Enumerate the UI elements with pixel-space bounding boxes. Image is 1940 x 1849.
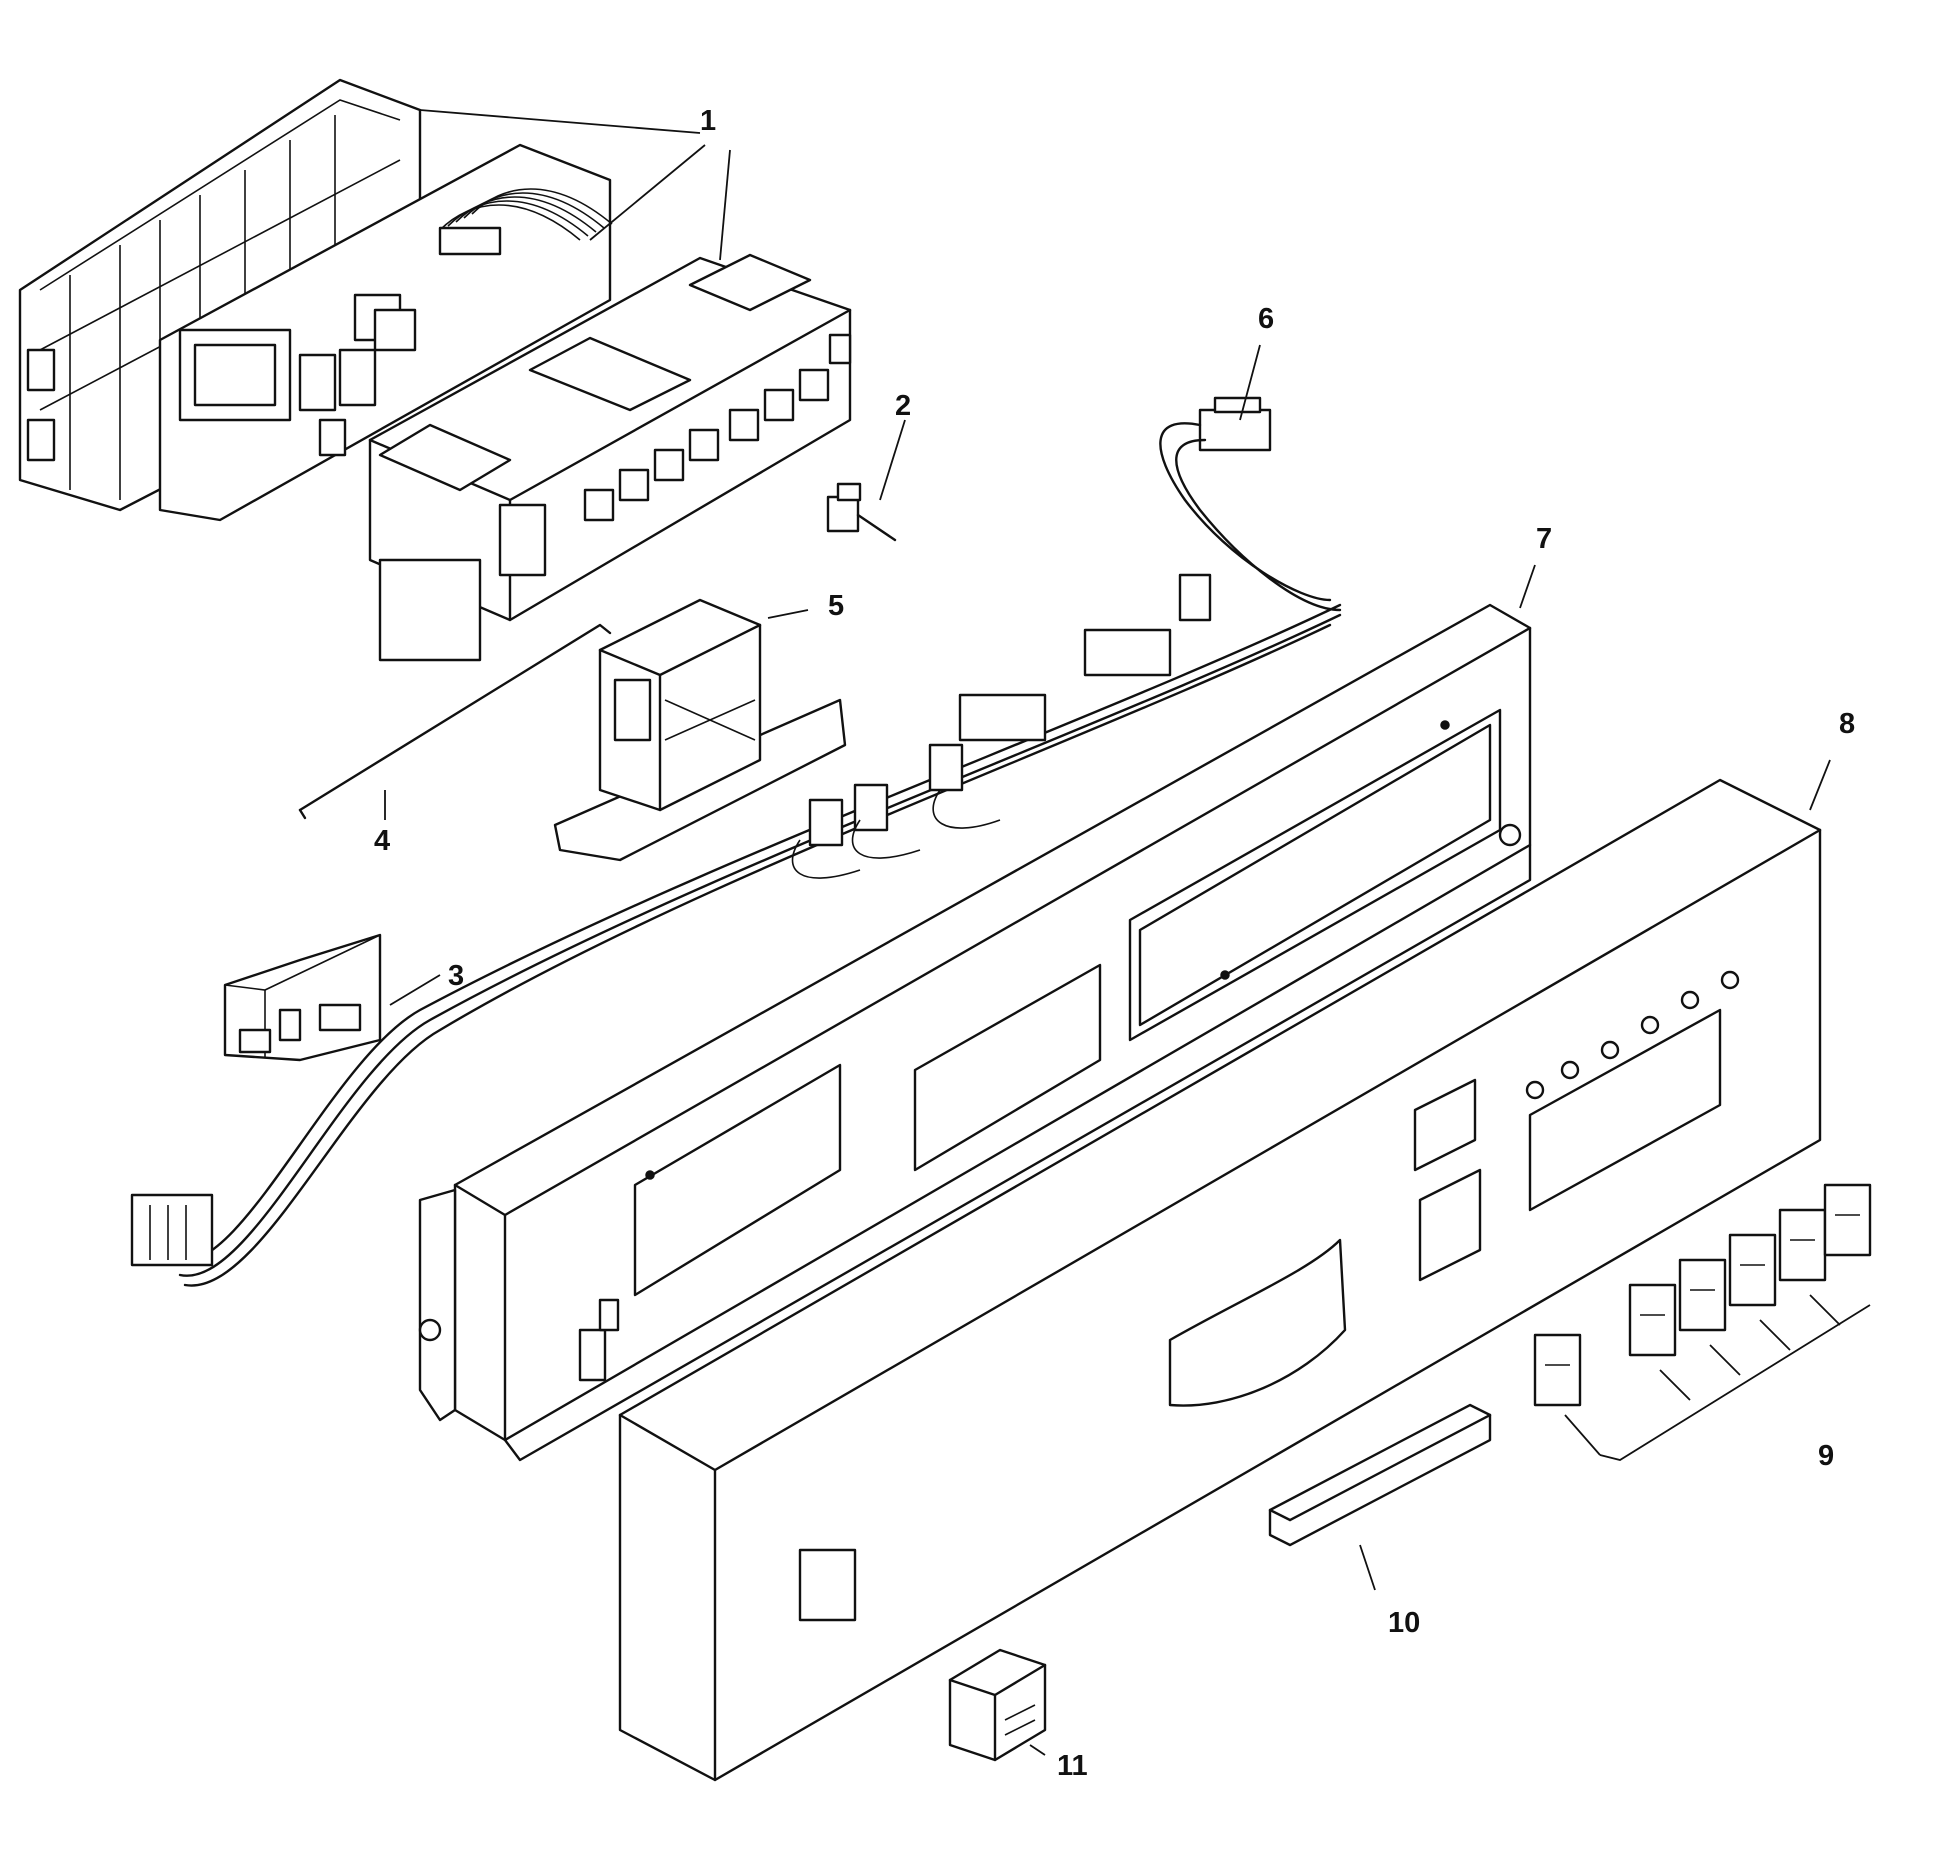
part-9-push-buttons [1533, 1183, 1872, 1461]
part-11-knob-cap [948, 1648, 1047, 1762]
part-8-front-panel [618, 778, 1822, 1782]
callout-8: 8 [1839, 708, 1855, 740]
callout-labels: 1 2 3 4 5 6 7 8 9 10 11 [374, 105, 1855, 1782]
callout-7: 7 [1536, 523, 1552, 555]
leader-lines [384, 109, 1831, 1756]
part-10-trim-strip [1268, 1403, 1492, 1547]
callout-5: 5 [828, 590, 844, 622]
callout-6: 6 [1258, 303, 1274, 335]
part-1-circuit-board [158, 143, 613, 522]
part-1-control-module [368, 253, 852, 662]
callout-10: 10 [1388, 1607, 1420, 1639]
part-6-wiring-harness [130, 396, 1342, 1287]
callout-1: 1 [700, 105, 716, 137]
callout-3: 3 [448, 960, 464, 992]
part-7-panel-frame [418, 603, 1532, 1462]
callout-11: 11 [1057, 1750, 1088, 1782]
part-4-wire-rod [298, 623, 612, 820]
front-panel-indicator-lights [1525, 970, 1740, 1100]
callout-4: 4 [374, 825, 390, 857]
part-2-switch [826, 482, 897, 542]
callout-2: 2 [895, 390, 911, 422]
control-module-buttons [583, 333, 852, 522]
part-5-bracket [553, 598, 847, 862]
part-3-relay [223, 933, 382, 1062]
callout-9: 9 [1818, 1440, 1834, 1472]
